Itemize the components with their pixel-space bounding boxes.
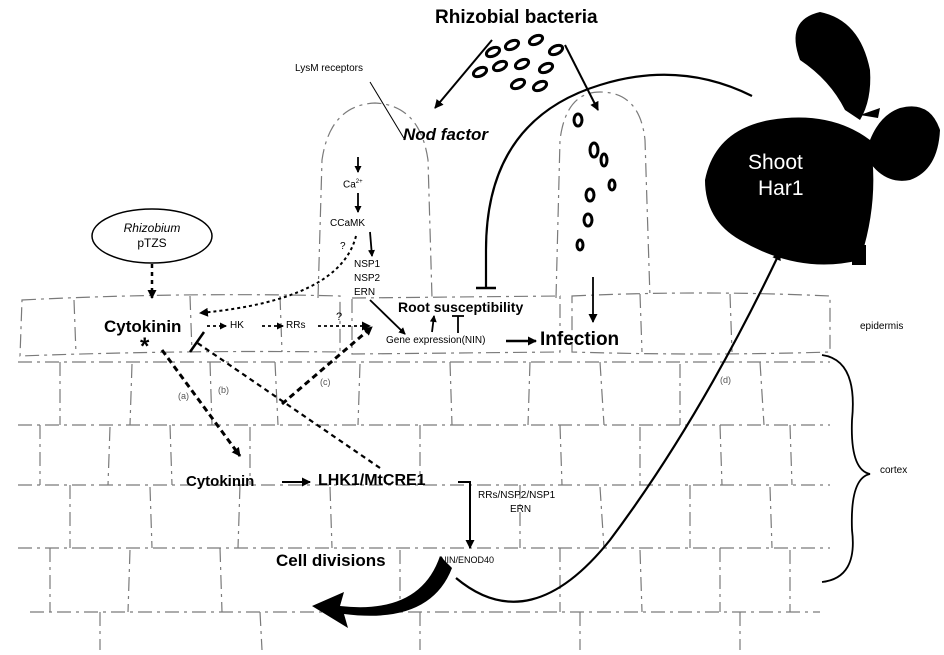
nsp2-label: NSP2 <box>354 274 380 284</box>
lhk1-mtcre1-label: LHK1/MtCRE1 <box>318 473 426 489</box>
shoot-silhouette <box>705 12 940 265</box>
cytokinin-bottom-label: Cytokinin <box>186 474 254 489</box>
bacteria-cluster <box>472 33 615 250</box>
rrs-label: RRs <box>286 321 305 331</box>
har1-label: Har1 <box>758 178 804 199</box>
ern-bottom-label: ERN <box>510 505 531 515</box>
root-susceptibility-label: Root susceptibility <box>398 300 523 314</box>
cortex-label: cortex <box>880 466 907 476</box>
asterisk-label: * <box>140 335 149 359</box>
pathway-label-c: (c) <box>320 378 331 387</box>
cell-divisions-label: Cell divisions <box>276 552 386 569</box>
lysm-receptors-label: LysM receptors <box>295 64 363 74</box>
epidermis-label: epidermis <box>860 322 903 332</box>
shoot-label: Shoot <box>748 152 803 173</box>
rhizobium-label: Rhizobium <box>112 222 192 234</box>
rhizobial-bacteria-label: Rhizobial bacteria <box>435 8 598 27</box>
gene-expression-label: Gene expression(NIN) <box>386 336 485 346</box>
question-mark-rrs: ? <box>336 312 342 323</box>
ccamk-label: CCaMK <box>330 219 365 229</box>
nin-enod40-label: NIN/ENOD40 <box>440 556 494 565</box>
hk-label: HK <box>230 321 244 331</box>
nod-factor-label: Nod factor <box>403 126 488 143</box>
pathway-label-a: (a) <box>178 392 189 401</box>
ca2-label: Ca2+ <box>343 179 363 190</box>
pathway-label-b: (b) <box>218 386 229 395</box>
infection-label: Infection <box>540 330 619 349</box>
ern-label: ERN <box>354 288 375 298</box>
ptzs-label: pTZS <box>112 237 192 249</box>
nsp1-label: NSP1 <box>354 260 380 270</box>
rrs-nsp-label: RRs/NSP2/NSP1 <box>478 491 555 501</box>
question-mark-ccamk: ? <box>340 242 346 252</box>
pathway-label-d: (d) <box>720 376 731 385</box>
